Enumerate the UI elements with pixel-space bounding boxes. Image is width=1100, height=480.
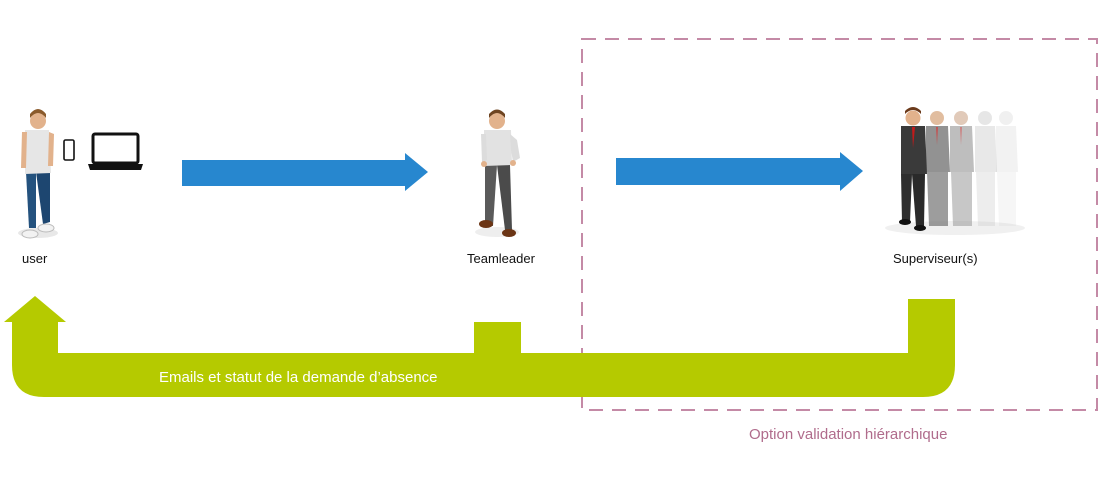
feedback-label: Emails et statut de la demande d’absence <box>159 369 438 386</box>
person-icon <box>475 109 520 237</box>
feedback-arrow-band <box>12 299 955 397</box>
feedback-arrow-head <box>4 296 66 322</box>
feedback-arrow <box>4 296 955 397</box>
feedback-branch-teamleader <box>474 322 521 354</box>
optional-validation-region <box>581 38 1098 411</box>
forward-arrow-user-to-teamleader <box>182 153 428 191</box>
person-with-devices-icon <box>18 109 143 239</box>
optional-validation-caption: Option validation hiérarchique <box>749 426 948 443</box>
node-label-superviseurs: Superviseur(s) <box>893 251 978 266</box>
group-of-suits-icon <box>885 107 1025 235</box>
laptop-icon <box>88 132 143 170</box>
forward-arrow-teamleader-to-superviseurs <box>616 152 863 191</box>
node-label-teamleader: Teamleader <box>467 251 535 266</box>
phone-icon <box>63 139 75 161</box>
node-label-user: user <box>22 251 48 266</box>
